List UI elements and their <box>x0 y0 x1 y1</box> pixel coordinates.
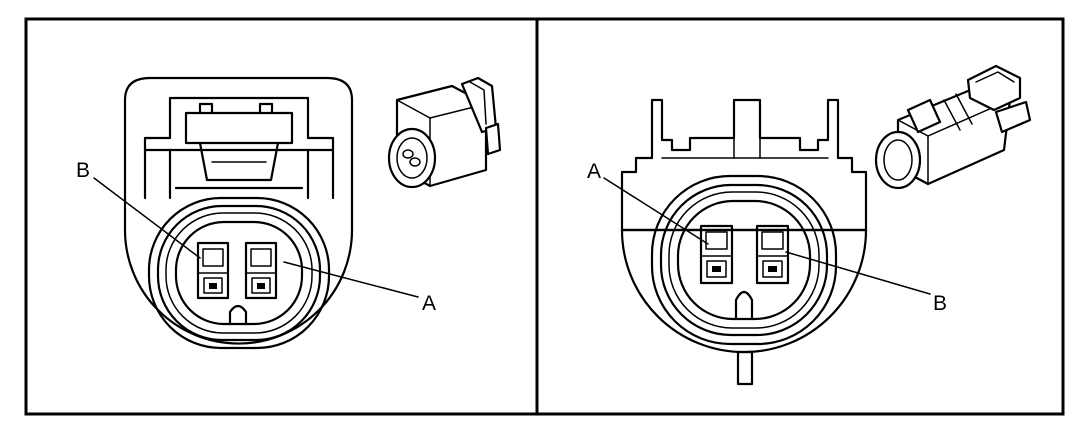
left-leader-a <box>283 261 419 298</box>
left-seal-inner <box>165 212 313 334</box>
right-seal-inner <box>668 191 820 329</box>
right-label-a: A <box>587 160 601 183</box>
left-leader-b <box>93 177 201 259</box>
left-polarization-key <box>228 304 248 326</box>
right-connector-thumbnail <box>874 64 1032 190</box>
left-connector-thumbnail <box>387 76 502 189</box>
right-leader-b <box>785 251 931 295</box>
right-label-b: B <box>933 292 947 315</box>
right-cavity <box>676 199 812 321</box>
right-terminal-b <box>755 224 790 285</box>
right-seal-outer <box>650 174 838 346</box>
right-panel: A B <box>587 64 1032 386</box>
left-seal-ring <box>156 204 322 342</box>
left-connector-shell <box>123 76 354 345</box>
right-bottom-pin <box>736 350 754 386</box>
right-polarization-key <box>734 290 754 321</box>
left-terminal-a <box>244 241 278 300</box>
left-label-b: B <box>76 159 90 182</box>
left-label-a: A <box>422 292 436 315</box>
right-seal-ring <box>659 183 829 337</box>
left-terminal-b <box>196 241 230 300</box>
left-latch <box>143 96 335 200</box>
left-cavity <box>174 220 304 326</box>
right-latch-posts <box>620 98 868 232</box>
right-terminal-a <box>699 224 734 285</box>
right-leader-a <box>603 177 709 245</box>
outer-frame <box>24 17 1065 416</box>
left-panel: B A <box>76 76 502 350</box>
